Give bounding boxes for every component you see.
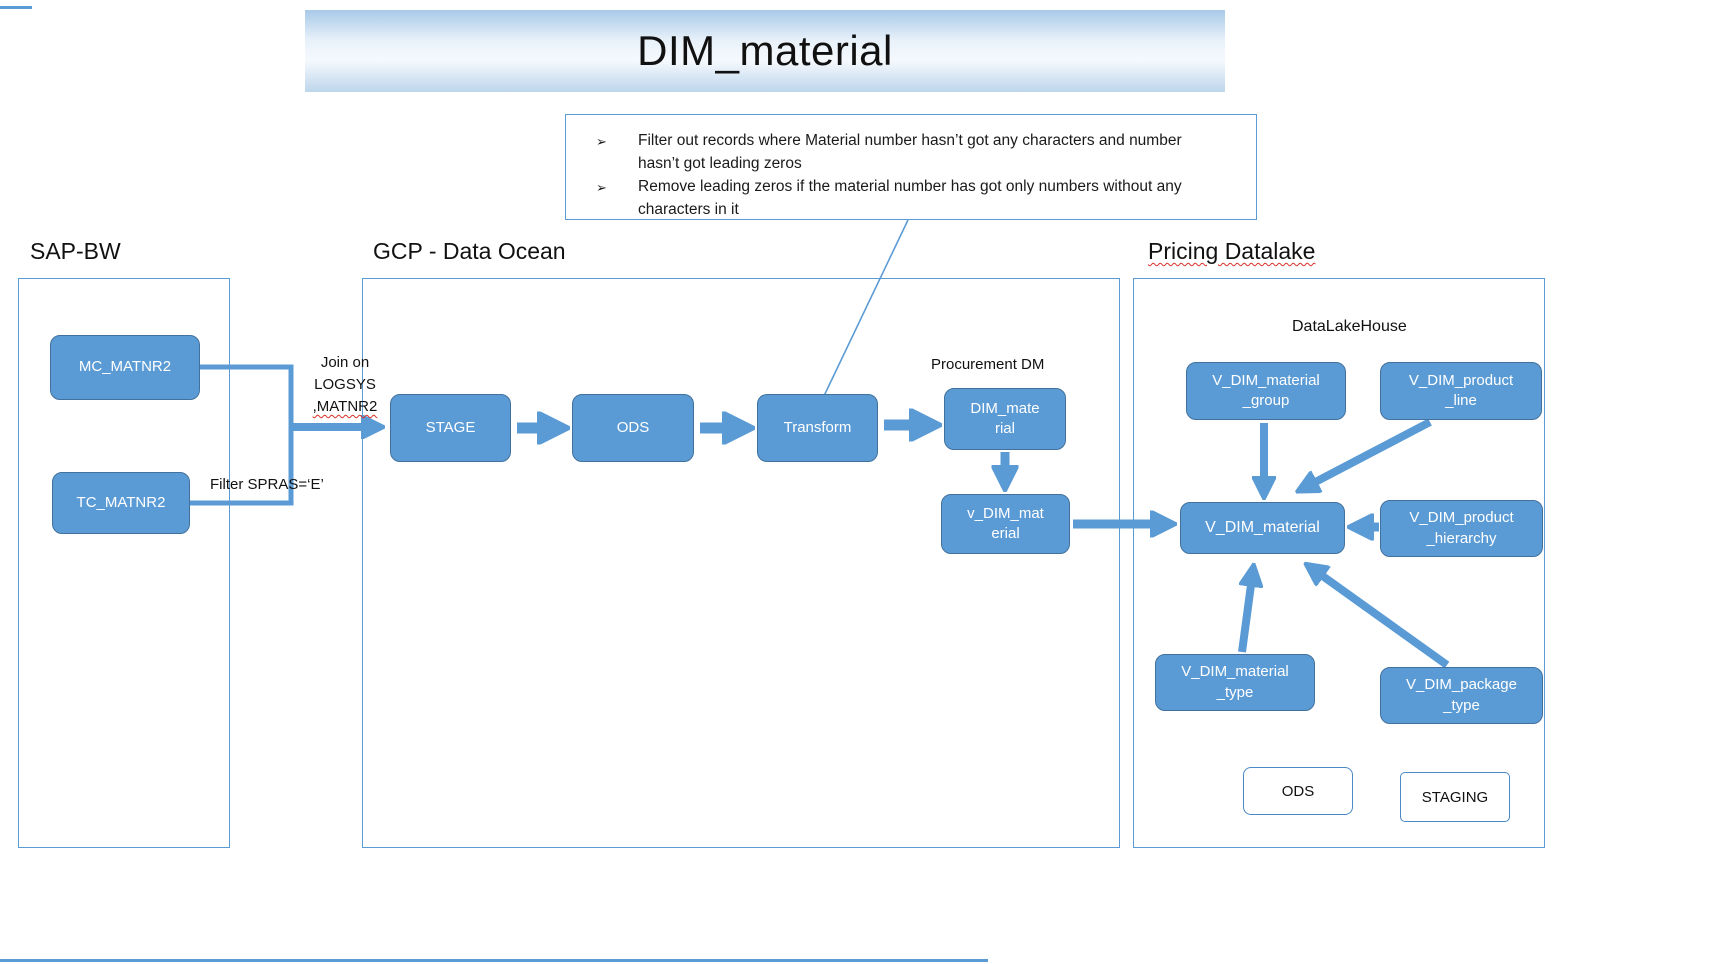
- join-label-line1: Join on: [320, 354, 370, 371]
- node-v-dim-material: v_DIM_mat erial: [941, 494, 1070, 554]
- node-v-dim-material-main: V_DIM_material: [1180, 502, 1345, 554]
- node-ods: ODS: [572, 394, 694, 462]
- slide-edge-line-top: [0, 6, 32, 9]
- note-item: ➢ Filter out records where Material numb…: [596, 129, 1240, 175]
- legend-staging: STAGING: [1400, 772, 1510, 822]
- section-label-gcp: GCP - Data Ocean: [373, 238, 566, 264]
- arrow-bullet-icon: ➢: [596, 180, 607, 195]
- node-v-dim-material-group: V_DIM_material _group: [1186, 362, 1346, 420]
- filter-label: Filter SPRAS=‘E’: [210, 476, 324, 493]
- procurement-dm-label: Procurement DM: [931, 356, 1045, 373]
- join-label: Join on LOGSYS ,MATNR2: [300, 352, 390, 418]
- note-box: ➢ Filter out records where Material numb…: [565, 114, 1257, 220]
- node-v-dim-product-line: V_DIM_product _line: [1380, 362, 1542, 420]
- section-box-pricing-datalake: [1133, 278, 1545, 848]
- join-label-line3: ,MATNR2: [312, 398, 378, 415]
- node-tc-matnr2: TC_MATNR2: [52, 472, 190, 534]
- node-transform: Transform: [757, 394, 878, 462]
- note-item-text: Remove leading zeros if the material num…: [638, 178, 1182, 218]
- join-label-line2: LOGSYS: [314, 376, 376, 393]
- page-title: DIM_material: [637, 27, 893, 74]
- node-v-dim-package-type: V_DIM_package _type: [1380, 667, 1543, 724]
- section-label-pricing-datalake: Pricing Datalake: [1148, 238, 1316, 264]
- slide-edge-line-bottom: [0, 959, 988, 962]
- node-v-dim-material-type: V_DIM_material _type: [1155, 654, 1315, 711]
- arrow-bullet-icon: ➢: [596, 134, 607, 149]
- section-label-sap-bw: SAP-BW: [30, 238, 121, 264]
- section-box-sap-bw: [18, 278, 230, 848]
- note-item-text: Filter out records where Material number…: [638, 132, 1182, 172]
- node-mc-matnr2: MC_MATNR2: [50, 335, 200, 400]
- legend-ods: ODS: [1243, 767, 1353, 815]
- datalakehouse-label: DataLakeHouse: [1292, 318, 1407, 335]
- node-v-dim-product-hierarchy: V_DIM_product _hierarchy: [1380, 500, 1543, 557]
- title-banner: DIM_material: [305, 10, 1225, 92]
- node-stage: STAGE: [390, 394, 511, 462]
- node-dim-material: DIM_mate rial: [944, 388, 1066, 450]
- note-item: ➢ Remove leading zeros if the material n…: [596, 175, 1240, 221]
- section-box-gcp: [362, 278, 1120, 848]
